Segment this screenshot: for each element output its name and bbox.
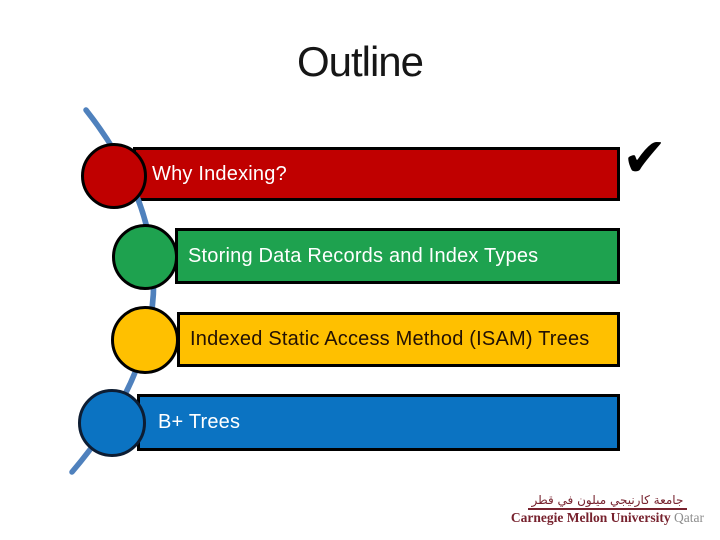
timeline-node-green — [112, 224, 178, 290]
cmu-logo-arabic-text: جامعة كارنيجي ميلون في قطر — [527, 493, 688, 511]
cmu-logo-campus: Qatar — [674, 510, 704, 526]
cmu-qatar-logo: جامعة كارنيجي ميلون في قطر Carnegie Mell… — [511, 491, 704, 526]
outline-item-label: B+ Trees — [158, 411, 241, 433]
cmu-logo-university-name: Carnegie Mellon University — [510, 510, 671, 526]
timeline-node-red — [81, 143, 147, 209]
timeline-node-yellow — [111, 306, 179, 374]
cmu-logo-english-text: Carnegie Mellon University Qatar — [511, 510, 704, 526]
outline-item-label: Storing Data Records and Index Types — [188, 244, 539, 267]
outline-item-label: Indexed Static Access Method (ISAM) Tree… — [190, 328, 590, 350]
outline-item-isam-trees: Indexed Static Access Method (ISAM) Tree… — [177, 312, 620, 367]
slide-title: Outline — [296, 38, 424, 85]
outline-item-storing-data-records: Storing Data Records and Index Types — [175, 228, 620, 284]
outline-item-label: Why Indexing? — [152, 162, 287, 185]
outline-item-bplus-trees: B+ Trees — [137, 394, 620, 451]
outline-item-why-indexing: Why Indexing? — [133, 147, 620, 201]
timeline-node-blue — [78, 389, 146, 457]
checkmark-icon: ✔ — [622, 126, 668, 189]
